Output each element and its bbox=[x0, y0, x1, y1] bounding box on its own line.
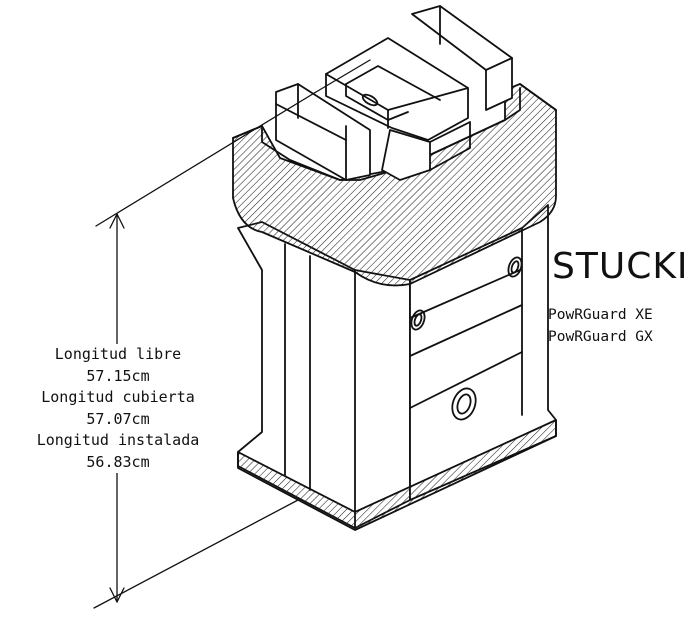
dim-covered-length-label: Longitud cubierta bbox=[41, 388, 195, 406]
brand-name: STUCKI bbox=[552, 246, 689, 287]
bolt-hole-lower bbox=[451, 387, 477, 421]
dim-installed-length-value: 56.83cm bbox=[86, 452, 150, 471]
hatched-cap bbox=[232, 83, 557, 287]
wear-plate-assembly bbox=[275, 5, 513, 181]
model-item: PowRGuard XE bbox=[548, 307, 653, 323]
dim-covered-length-value: 57.07cm bbox=[86, 409, 150, 428]
dim-installed-length-label: Longitud instalada bbox=[36, 431, 200, 449]
model-list: PowRGuard XE PowRGuard GX bbox=[548, 304, 653, 348]
model-item: PowRGuard GX bbox=[548, 329, 653, 345]
bolt-hole-side bbox=[410, 309, 426, 331]
dim-free-length-value: 57.15cm bbox=[86, 366, 150, 385]
housing-body bbox=[237, 204, 557, 531]
dimension-labels: Longitud libre 57.15cm Longitud cubierta… bbox=[4, 344, 232, 473]
dim-free-length-label: Longitud libre bbox=[54, 345, 182, 363]
leader-line bbox=[315, 59, 371, 93]
bottom-hatch-band bbox=[237, 419, 557, 531]
bolt-hole-upper bbox=[507, 256, 523, 278]
